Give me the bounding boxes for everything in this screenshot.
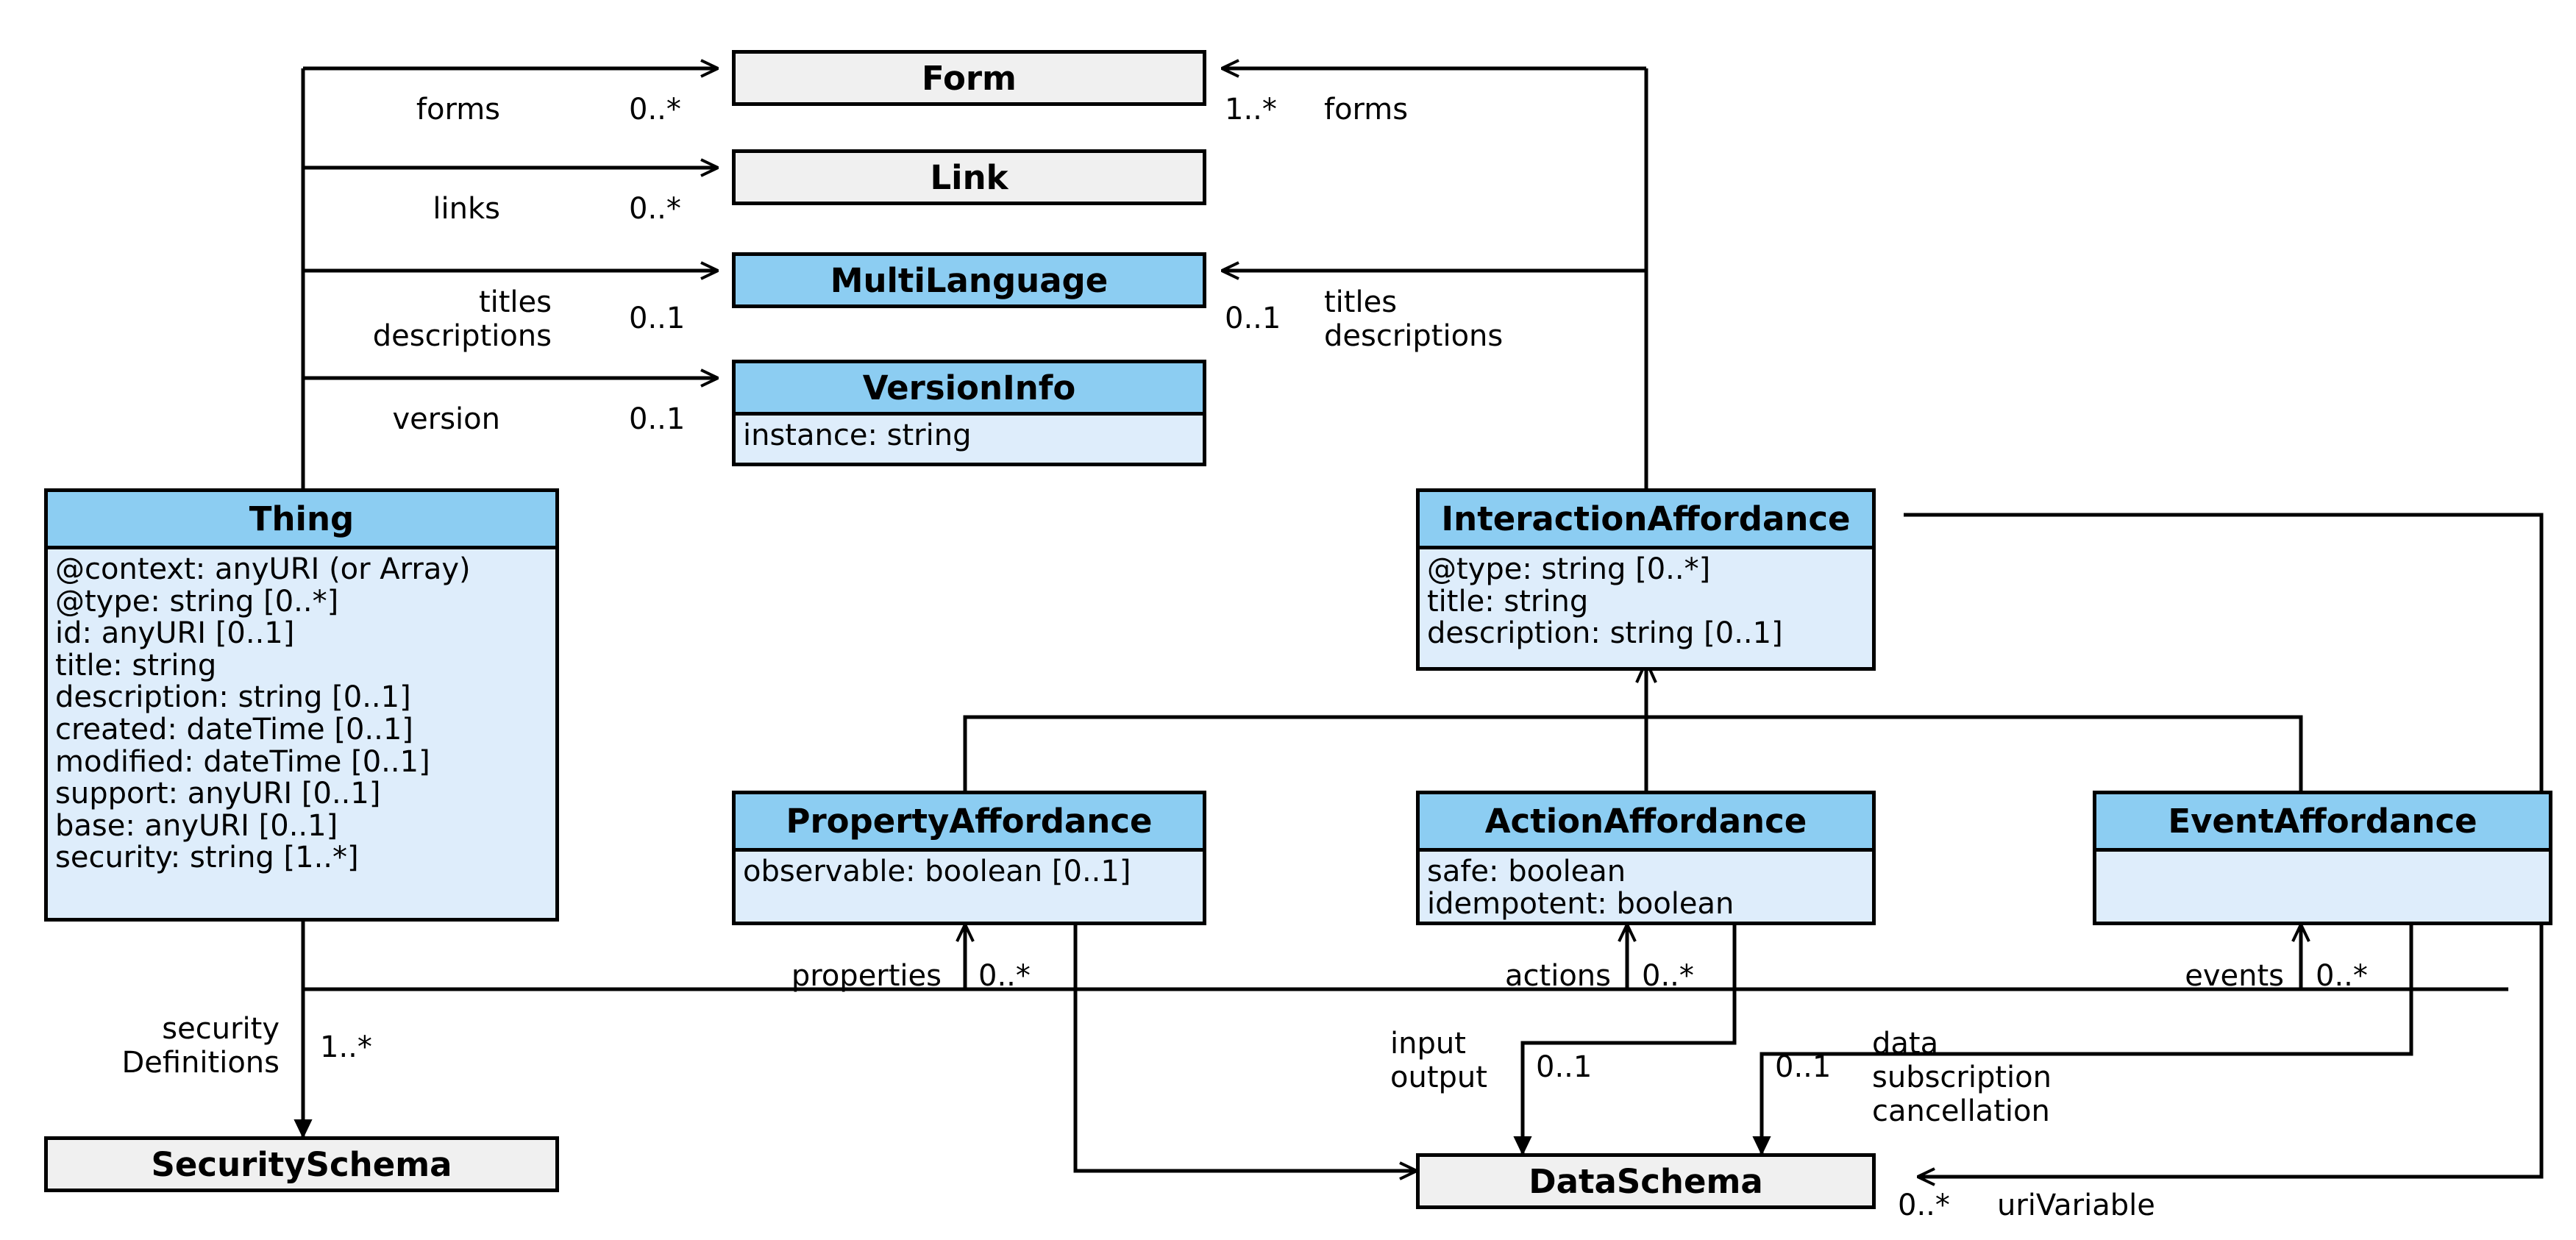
- edge-label-securitydefinitions-line1: security: [162, 1012, 280, 1046]
- attribute-row: safe: boolean: [1427, 855, 1626, 888]
- edge-label-version-multiplicity: 0..1: [629, 402, 686, 436]
- class-title-form: Form: [736, 54, 1203, 102]
- attribute-row: modified: dateTime [0..1]: [55, 744, 430, 779]
- class-title-interactionaffordance: InteractionAffordance: [1420, 492, 1872, 546]
- attribute-row: @type: string [0..*]: [55, 584, 339, 619]
- class-box-thing[interactable]: Thing @context: anyURI (or Array) @type:…: [44, 488, 559, 922]
- edge-label-data-multiplicity: 0..1: [1775, 1050, 1832, 1084]
- attribute-row: @context: anyURI (or Array): [55, 552, 471, 586]
- edge-label-ia-titles-multiplicity: 0..1: [1225, 302, 1281, 335]
- attribute-row: description: string [0..1]: [1427, 616, 1783, 651]
- attribute-row: observable: boolean [0..1]: [743, 855, 1131, 888]
- edge-label-ia-titles-role: titles: [1324, 285, 1398, 319]
- class-box-securityschema[interactable]: SecuritySchema: [44, 1136, 559, 1192]
- class-box-interactionaffordance[interactable]: InteractionAffordance @type: string [0..…: [1416, 488, 1876, 671]
- class-box-form[interactable]: Form: [732, 50, 1206, 106]
- edge-label-forms-multiplicity: 0..*: [629, 93, 681, 127]
- edge-label-titles-multiplicity: 0..1: [629, 302, 686, 335]
- class-attributes-versioninfo: instance: string: [736, 412, 1203, 459]
- attribute-row: description: string [0..1]: [55, 680, 411, 715]
- class-title-multilanguage: MultiLanguage: [736, 256, 1203, 304]
- edge-label-ia-descriptions-role: descriptions: [1324, 319, 1504, 353]
- class-title-versioninfo: VersionInfo: [736, 363, 1203, 412]
- edge-label-output-role: output: [1390, 1061, 1487, 1094]
- attribute-row: @type: string [0..*]: [1427, 552, 1711, 586]
- edge-label-links-role: links: [433, 192, 500, 226]
- attribute-row: instance: string: [743, 418, 972, 452]
- class-box-versioninfo[interactable]: VersionInfo instance: string: [732, 360, 1206, 466]
- edge-label-cancellation-role: cancellation: [1872, 1094, 2050, 1128]
- edge-label-events-role: events: [2185, 959, 2284, 993]
- class-box-eventaffordance[interactable]: EventAffordance: [2093, 791, 2552, 925]
- attribute-row: id: anyURI [0..1]: [55, 616, 295, 651]
- edge-label-securitydefinitions-multiplicity: 1..*: [320, 1030, 372, 1064]
- class-title-securityschema: SecuritySchema: [48, 1140, 555, 1189]
- edge-label-properties-role: properties: [791, 959, 942, 993]
- edge-label-forms-role: forms: [416, 93, 500, 127]
- class-box-multilanguage[interactable]: MultiLanguage: [732, 252, 1206, 308]
- edge-label-actions-multiplicity: 0..*: [1642, 959, 1694, 993]
- class-attributes-thing: @context: anyURI (or Array) @type: strin…: [48, 546, 555, 918]
- class-attributes-interactionaffordance: @type: string [0..*] title: string descr…: [1420, 546, 1872, 667]
- edge-label-events-multiplicity: 0..*: [2316, 959, 2368, 993]
- edge-label-descriptions-role: descriptions: [372, 319, 552, 353]
- edge-label-ia-forms-role: forms: [1324, 93, 1409, 127]
- class-box-propertyaffordance[interactable]: PropertyAffordance observable: boolean […: [732, 791, 1206, 925]
- class-box-link[interactable]: Link: [732, 149, 1206, 205]
- edge-label-urivariable-multiplicity: 0..*: [1898, 1189, 1950, 1222]
- edge-label-actions-role: actions: [1505, 959, 1611, 993]
- edge-label-titles-role: titles: [478, 285, 552, 319]
- edge-label-securitydefinitions-line2: Definitions: [121, 1046, 280, 1080]
- edge-label-links-multiplicity: 0..*: [629, 192, 681, 226]
- class-box-actionaffordance[interactable]: ActionAffordance safe: boolean idempoten…: [1416, 791, 1876, 925]
- edge-label-version-role: version: [392, 402, 500, 436]
- edge-label-properties-multiplicity: 0..*: [978, 959, 1031, 993]
- class-box-dataschema[interactable]: DataSchema: [1416, 1153, 1876, 1209]
- class-title-eventaffordance: EventAffordance: [2096, 794, 2549, 848]
- attribute-row: idempotent: boolean: [1427, 886, 1734, 921]
- attribute-row: created: dateTime [0..1]: [55, 712, 413, 747]
- edge-label-subscription-role: subscription: [1872, 1061, 2052, 1094]
- edge-label-data-role: data: [1872, 1027, 1939, 1061]
- attribute-row: security: string [1..*]: [55, 841, 359, 875]
- class-title-link: Link: [736, 153, 1203, 202]
- attribute-row: title: string: [55, 648, 217, 683]
- edge-label-input-multiplicity: 0..1: [1536, 1050, 1593, 1084]
- edge-label-input-role: input: [1390, 1027, 1466, 1061]
- attribute-row: title: string: [1427, 584, 1589, 619]
- class-title-thing: Thing: [48, 492, 555, 546]
- class-title-dataschema: DataSchema: [1420, 1157, 1872, 1205]
- attribute-row: support: anyURI [0..1]: [55, 777, 381, 811]
- class-title-propertyaffordance: PropertyAffordance: [736, 794, 1203, 848]
- edge-label-ia-forms-multiplicity: 1..*: [1225, 93, 1277, 127]
- class-attributes-eventaffordance: [2096, 848, 2549, 922]
- class-title-actionaffordance: ActionAffordance: [1420, 794, 1872, 848]
- edge-label-urivariable-role: uriVariable: [1997, 1189, 2155, 1222]
- class-attributes-actionaffordance: safe: boolean idempotent: boolean: [1420, 848, 1872, 922]
- class-attributes-propertyaffordance: observable: boolean [0..1]: [736, 848, 1203, 922]
- attribute-row: base: anyURI [0..1]: [55, 808, 338, 843]
